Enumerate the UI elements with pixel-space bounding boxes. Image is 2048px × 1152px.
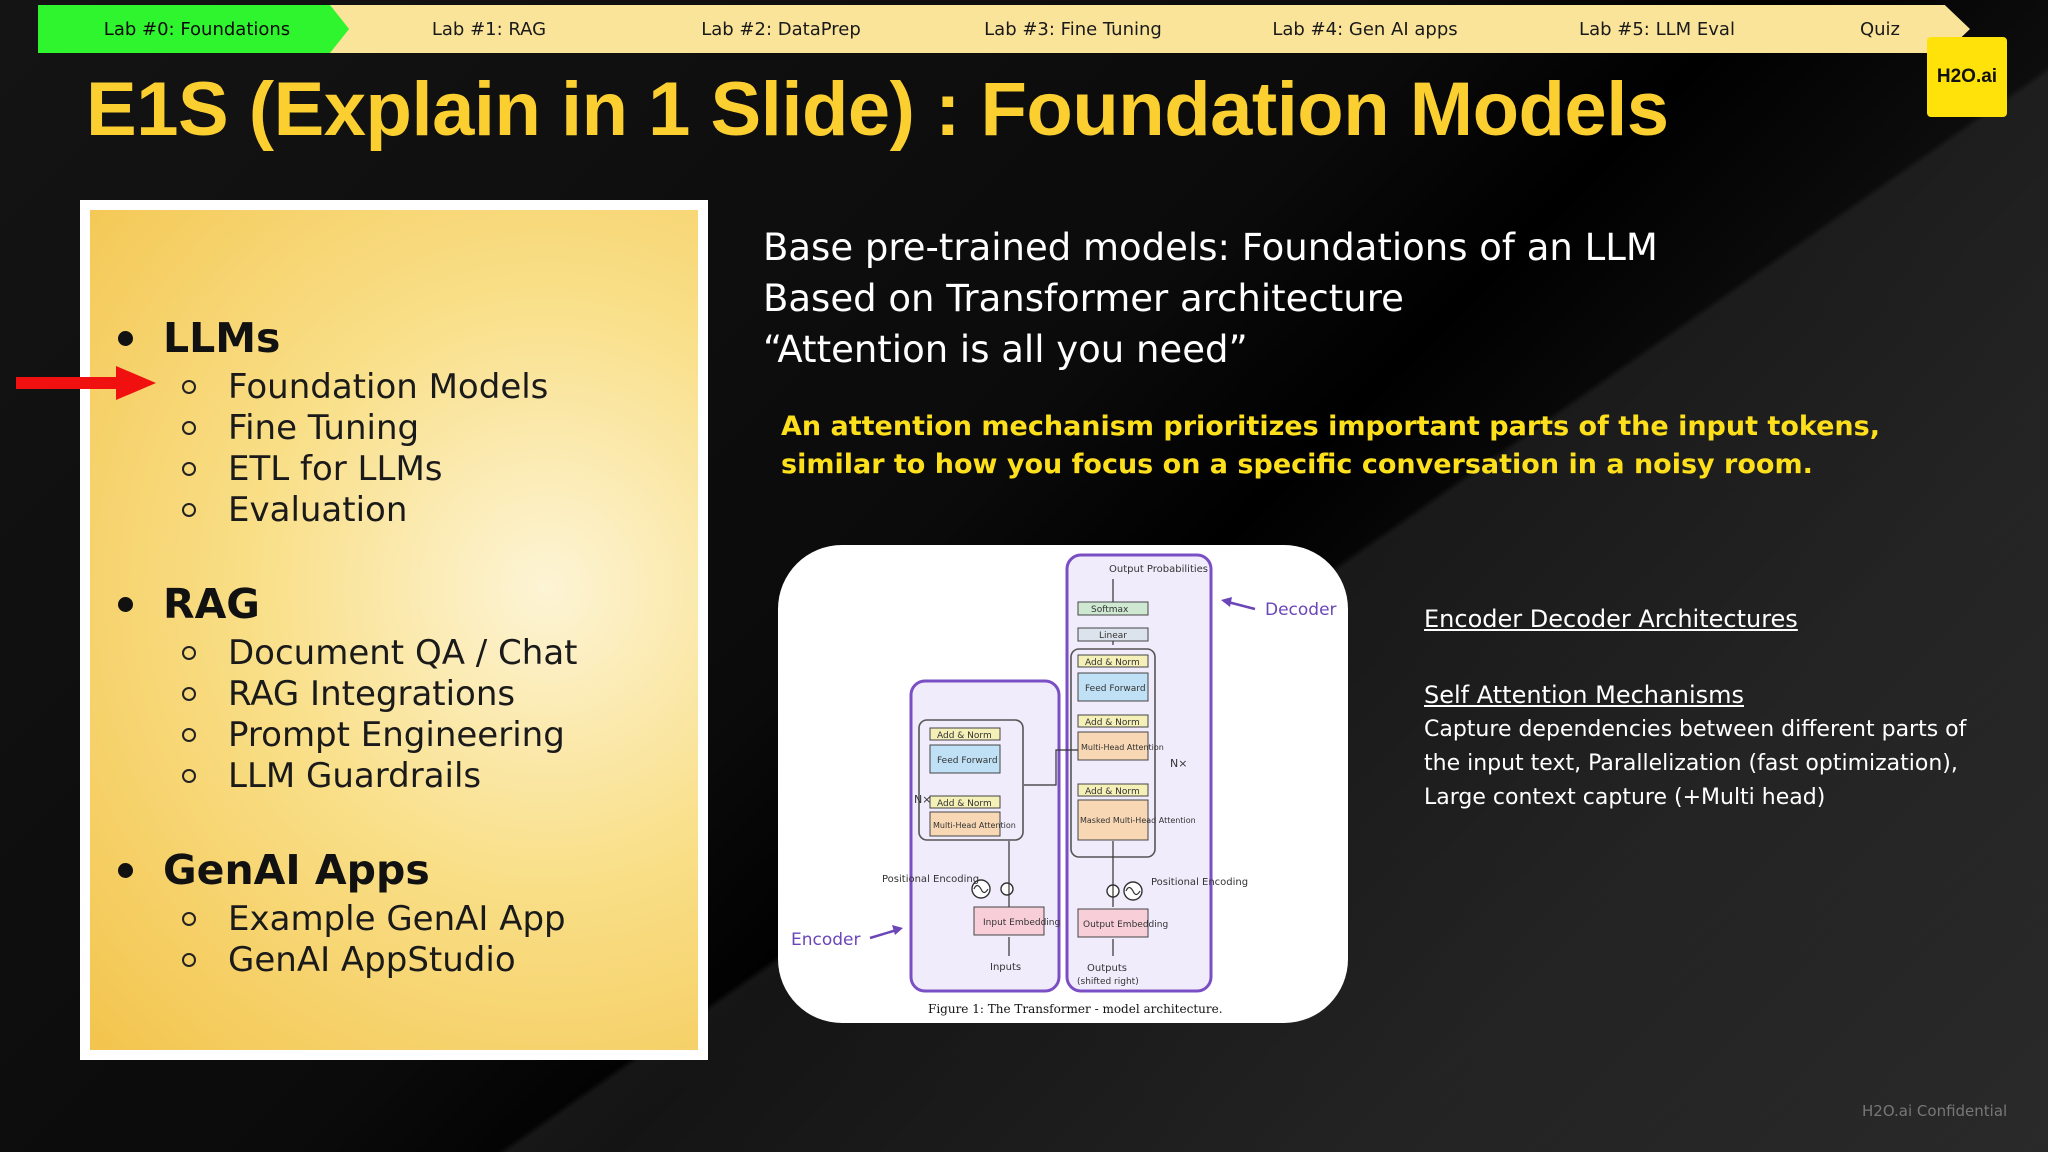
links-panel: Encoder Decoder Architectures Self Atten… bbox=[1424, 605, 1984, 815]
outline-card-inner: LLMs Foundation Models Fine Tuning ETL f… bbox=[90, 210, 698, 1050]
decoder-positional-encoding-label: Positional Encoding bbox=[1151, 877, 1248, 888]
outline-section-rag: RAG Document QA / Chat RAG Integrations … bbox=[108, 576, 698, 796]
multi-head-attention-label: Multi-Head Attention bbox=[1081, 743, 1164, 752]
intro-text: Base pre-trained models: Foundations of … bbox=[763, 222, 1658, 375]
outline-item-label: Prompt Engineering bbox=[228, 714, 565, 755]
outline-item-evaluation: Evaluation bbox=[108, 489, 698, 530]
self-attention-description: Capture dependencies between different p… bbox=[1424, 717, 1967, 810]
sub-bullet-icon bbox=[182, 727, 196, 742]
section-title: RAG bbox=[163, 580, 260, 628]
feed-forward-label: Feed Forward bbox=[937, 756, 998, 766]
h2o-logo: H2O.ai bbox=[1927, 37, 2007, 117]
tab-lab-3-fine-tuning[interactable]: Lab #3: Fine Tuning bbox=[914, 5, 1232, 53]
sub-bullet-icon bbox=[182, 379, 196, 394]
bullet-icon bbox=[118, 330, 133, 346]
intro-line-1: Base pre-trained models: Foundations of … bbox=[763, 226, 1658, 269]
outline-section-genai-apps: GenAI Apps Example GenAI App GenAI AppSt… bbox=[108, 842, 698, 980]
outline-item-etl: ETL for LLMs bbox=[108, 448, 698, 489]
encoder-nx-label: N× bbox=[914, 793, 931, 806]
attention-highlight: An attention mechanism prioritizes impor… bbox=[781, 411, 1880, 480]
tab-lab-1-rag[interactable]: Lab #1: RAG bbox=[330, 5, 648, 53]
transformer-diagram: Decoder Encoder Output Probabilities Sof… bbox=[778, 545, 1348, 1023]
sub-bullet-icon bbox=[182, 645, 196, 660]
intro-line-3: “Attention is all you need” bbox=[763, 328, 1248, 371]
output-probabilities-label: Output Probabilities bbox=[1109, 564, 1208, 575]
decoder-label: Decoder bbox=[1265, 600, 1337, 620]
outline-item-label: Evaluation bbox=[228, 489, 408, 530]
tab-lab-0-foundations[interactable]: Lab #0: Foundations bbox=[38, 5, 356, 53]
sub-bullet-icon bbox=[182, 461, 196, 476]
outline-item-label: Foundation Models bbox=[228, 366, 549, 407]
multi-head-attention-label: Multi-Head Attention bbox=[933, 821, 1016, 830]
bullet-icon bbox=[118, 862, 133, 878]
sub-bullet-icon bbox=[182, 686, 196, 701]
intro-line-2: Based on Transformer architecture bbox=[763, 277, 1404, 320]
sub-bullet-icon bbox=[182, 502, 196, 517]
red-arrow-icon bbox=[16, 366, 156, 400]
add-norm-label: Add & Norm bbox=[1085, 658, 1140, 668]
outputs-label: Outputs bbox=[1087, 963, 1127, 974]
softmax-label: Softmax bbox=[1091, 605, 1129, 615]
inputs-label: Inputs bbox=[990, 962, 1021, 973]
section-header: LLMs bbox=[108, 310, 698, 366]
encoder-nx-block bbox=[918, 719, 1024, 841]
outline-item-label: GenAI AppStudio bbox=[228, 939, 516, 980]
section-title: LLMs bbox=[163, 314, 281, 362]
confidential-footer: H2O.ai Confidential bbox=[1862, 1102, 2008, 1120]
outline-item-fine-tuning: Fine Tuning bbox=[108, 407, 698, 448]
outline-item-label: RAG Integrations bbox=[228, 673, 516, 714]
add-norm-label: Add & Norm bbox=[1085, 787, 1140, 797]
outline-item-genai-appstudio: GenAI AppStudio bbox=[108, 939, 698, 980]
page-title: E1S (Explain in 1 Slide) : Foundation Mo… bbox=[86, 67, 1669, 152]
outline-item-rag-integrations: RAG Integrations bbox=[108, 673, 698, 714]
diagram-caption: Figure 1: The Transformer - model archit… bbox=[928, 1002, 1223, 1016]
sub-bullet-icon bbox=[182, 420, 196, 435]
sub-bullet-icon bbox=[182, 911, 196, 926]
outline-item-example-genai-app: Example GenAI App bbox=[108, 898, 698, 939]
add-norm-label: Add & Norm bbox=[1085, 718, 1140, 728]
add-norm-label: Add & Norm bbox=[937, 799, 992, 809]
sub-bullet-icon bbox=[182, 768, 196, 783]
feed-forward-label: Feed Forward bbox=[1085, 684, 1146, 694]
tab-lab-2-dataprep[interactable]: Lab #2: DataPrep bbox=[622, 5, 940, 53]
tab-lab-5-llm-eval[interactable]: Lab #5: LLM Eval bbox=[1498, 5, 1816, 53]
self-attention-link[interactable]: Self Attention Mechanisms bbox=[1424, 681, 1744, 709]
section-title: GenAI Apps bbox=[163, 846, 430, 894]
tab-lab-4-gen-ai-apps[interactable]: Lab #4: Gen AI apps bbox=[1206, 5, 1524, 53]
outline-card: LLMs Foundation Models Fine Tuning ETL f… bbox=[80, 200, 708, 1060]
add-norm-label: Add & Norm bbox=[937, 731, 992, 741]
output-embedding-label: Output Embedding bbox=[1083, 920, 1168, 930]
outline-item-document-qa: Document QA / Chat bbox=[108, 632, 698, 673]
encoder-positional-encoding-label: Positional Encoding bbox=[882, 874, 979, 885]
outline-item-label: Example GenAI App bbox=[228, 898, 566, 939]
outline-item-label: Document QA / Chat bbox=[228, 632, 578, 673]
encoder-arrowhead bbox=[892, 925, 903, 935]
transformer-diagram-svg: Decoder Encoder Output Probabilities Sof… bbox=[791, 553, 1337, 1016]
masked-multi-head-attention-label: Masked Multi-Head Attention bbox=[1080, 816, 1196, 825]
outline-item-foundation-models: Foundation Models bbox=[108, 366, 698, 407]
outline-item-label: LLM Guardrails bbox=[228, 755, 482, 796]
outline-item-label: Fine Tuning bbox=[228, 407, 420, 448]
sub-bullet-icon bbox=[182, 952, 196, 967]
outline-item-prompt-engineering: Prompt Engineering bbox=[108, 714, 698, 755]
shifted-right-label: (shifted right) bbox=[1077, 977, 1139, 987]
decoder-arrowhead bbox=[1221, 597, 1232, 607]
section-header: GenAI Apps bbox=[108, 842, 698, 898]
encoder-label: Encoder bbox=[791, 930, 861, 950]
outline-item-llm-guardrails: LLM Guardrails bbox=[108, 755, 698, 796]
outline-item-label: ETL for LLMs bbox=[228, 448, 443, 489]
bullet-icon bbox=[118, 596, 133, 612]
linear-label: Linear bbox=[1099, 631, 1127, 641]
outline-section-llms: LLMs Foundation Models Fine Tuning ETL f… bbox=[108, 310, 698, 530]
section-header: RAG bbox=[108, 576, 698, 632]
input-embedding-label: Input Embedding bbox=[983, 918, 1060, 928]
encoder-decoder-link[interactable]: Encoder Decoder Architectures bbox=[1424, 605, 1798, 633]
lab-navigation: Lab #0: Foundations Lab #1: RAG Lab #2: … bbox=[38, 5, 1970, 53]
decoder-nx-label: N× bbox=[1170, 757, 1187, 770]
